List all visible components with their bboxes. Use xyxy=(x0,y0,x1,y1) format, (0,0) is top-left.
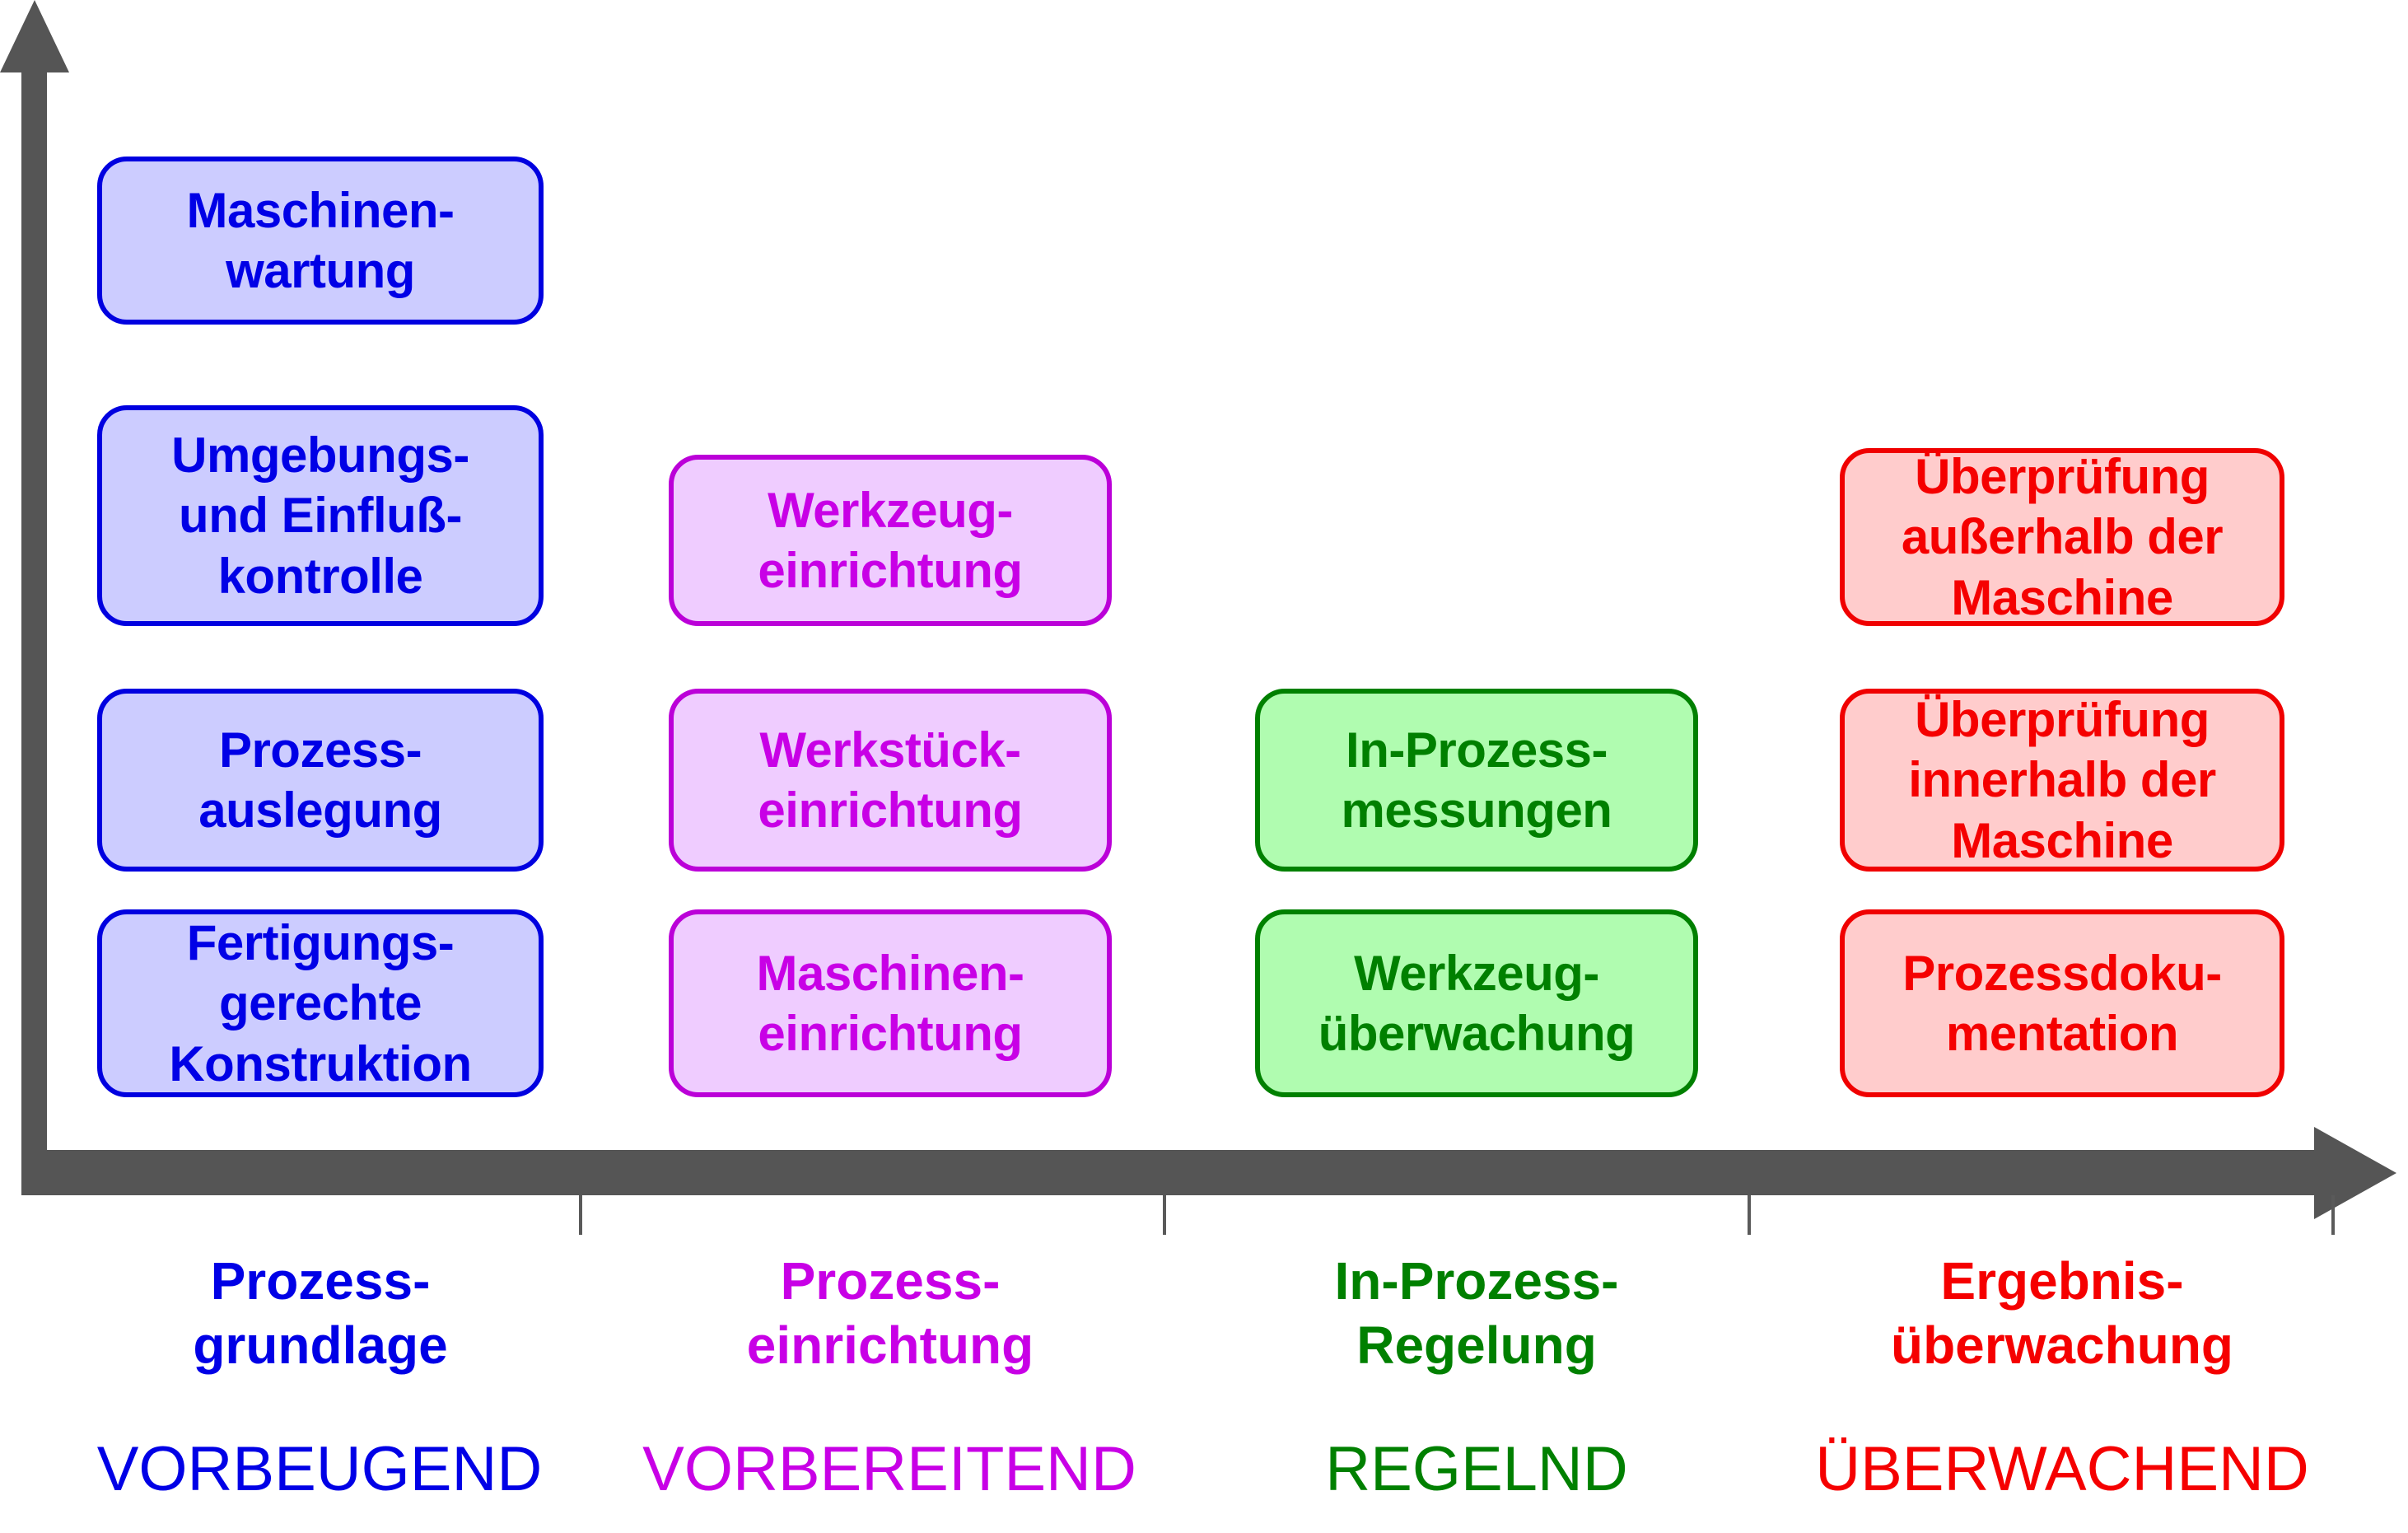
box-prozessdokumentation[interactable]: Prozessdoku- mentation xyxy=(1840,909,2284,1097)
box-werkzeugeinrichtung[interactable]: Werkzeug- einrichtung xyxy=(669,455,1112,626)
phase-label-in-prozess-regelung: In-Prozess- Regelung xyxy=(1334,1251,1619,1376)
axis-tick-4 xyxy=(2331,1195,2335,1235)
box-maschinenwartung[interactable]: Maschinen- wartung xyxy=(97,157,544,325)
box-in-prozessmessungen[interactable]: In-Prozess- messungen xyxy=(1255,689,1698,872)
horizontal-axis-shaft xyxy=(21,1150,2326,1195)
box-ueberpruefung-ausserhalb-der-maschine[interactable]: Überprüfung außerhalb der Maschine xyxy=(1840,448,2284,626)
phase-label-ergebnisueberwachung: Ergebnis- überwachung xyxy=(1890,1251,2234,1376)
box-umgebungs-und-einflusskontrolle[interactable]: Umgebungs- und Einfluß- kontrolle xyxy=(97,405,544,626)
category-label-vorbereitend: VORBEREITEND xyxy=(642,1434,1136,1504)
box-prozessauslegung[interactable]: Prozess- auslegung xyxy=(97,689,544,872)
phase-label-prozessgrundlage: Prozess- grundlage xyxy=(193,1251,448,1376)
category-label-ueberwachend: ÜBERWACHEND xyxy=(1815,1434,2309,1504)
box-maschineneinrichtung[interactable]: Maschinen- einrichtung xyxy=(669,909,1112,1097)
box-fertigungsgerechte-konstruktion[interactable]: Fertigungs- gerechte Konstruktion xyxy=(97,909,544,1097)
up-arrow-icon xyxy=(0,0,69,72)
phase-label-prozesseinrichtung: Prozess- einrichtung xyxy=(746,1251,1034,1376)
box-werkzeugueberwachung[interactable]: Werkzeug- überwachung xyxy=(1255,909,1698,1097)
axis-tick-1 xyxy=(579,1195,582,1235)
category-label-regelnd: REGELND xyxy=(1325,1434,1628,1504)
axis-tick-3 xyxy=(1748,1195,1751,1235)
axis-tick-2 xyxy=(1163,1195,1166,1235)
box-werkstueckeinrichtung[interactable]: Werkstück- einrichtung xyxy=(669,689,1112,872)
category-label-vorbeugend: VORBEUGEND xyxy=(96,1434,543,1504)
right-arrow-icon xyxy=(2314,1127,2396,1219)
box-ueberpruefung-innerhalb-der-maschine[interactable]: Überprüfung innerhalb der Maschine xyxy=(1840,689,2284,872)
vertical-axis-shaft xyxy=(21,71,47,1194)
